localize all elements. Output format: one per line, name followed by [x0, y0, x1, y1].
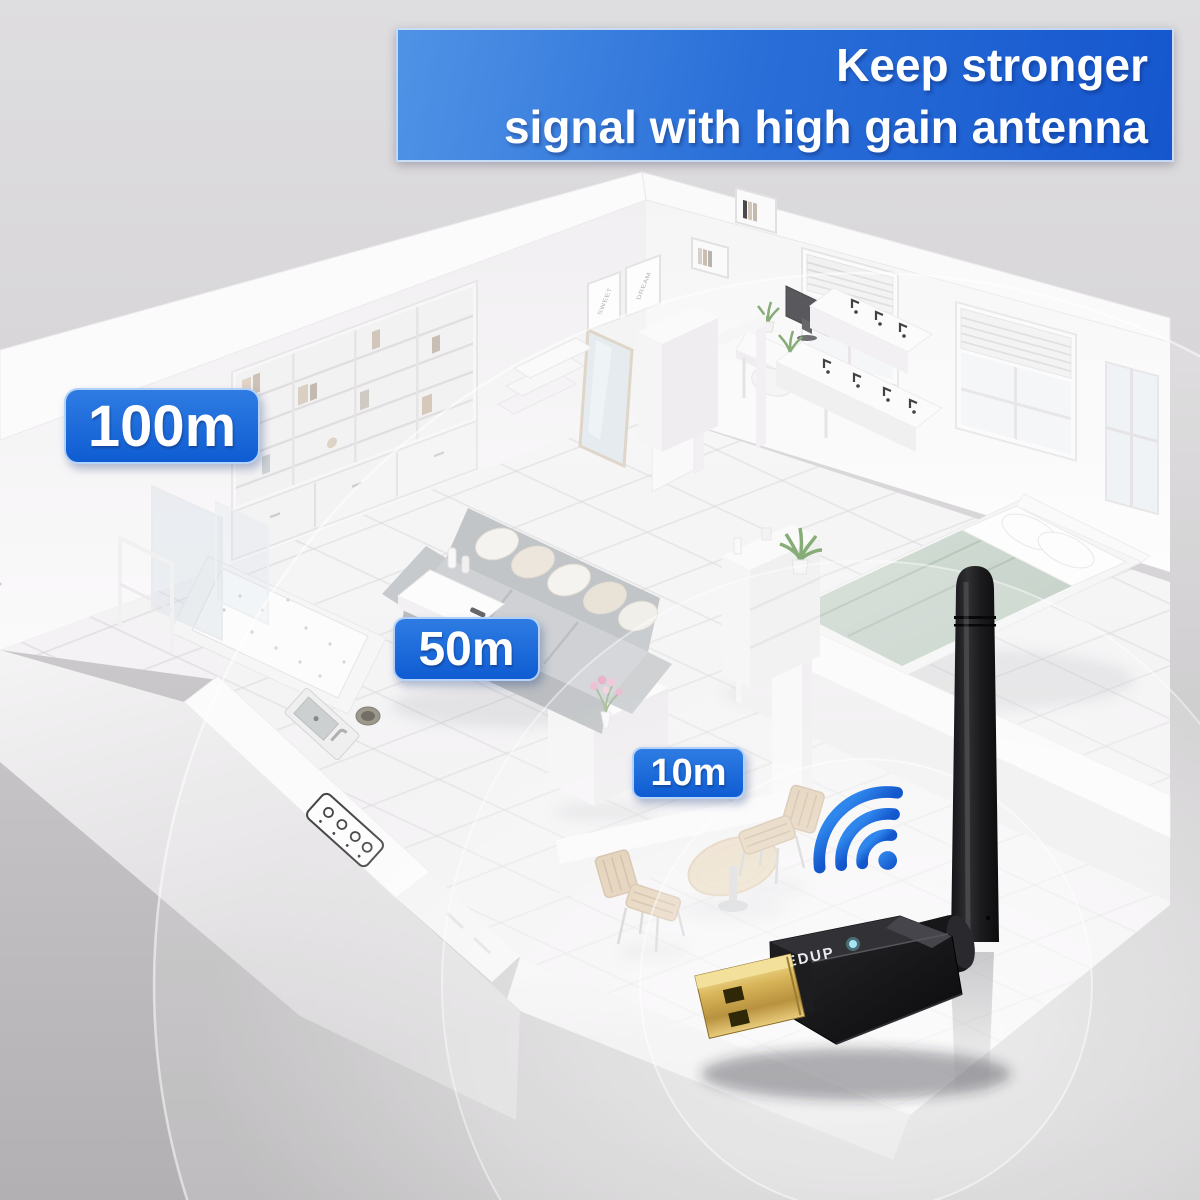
wifi-signal-icon	[813, 786, 903, 874]
vanity-plant	[778, 330, 803, 353]
box-shelves	[691, 186, 777, 280]
headline-line2: signal with high gain antenna	[503, 101, 1148, 153]
shelf-unit	[722, 524, 823, 688]
window-bedroom	[955, 300, 1077, 462]
range-label-50m: 50m	[393, 617, 540, 681]
bathroom	[0, 484, 387, 715]
headline-line1: Keep stronger	[836, 39, 1148, 91]
wall-posters: SWEET DREAM	[587, 253, 661, 332]
window-side	[1105, 360, 1159, 516]
shower-glass	[151, 484, 223, 642]
range-label-10m-text: 10m	[650, 751, 727, 794]
range-label-100m: 100m	[64, 388, 260, 464]
usb-connector	[694, 953, 806, 1039]
aloe-plant	[779, 527, 823, 575]
vanity-counters	[775, 287, 943, 452]
headline-banner: Keep stronger signal with high gain ante…	[396, 28, 1174, 162]
antenna	[951, 566, 999, 942]
range-label-50m-text: 50m	[418, 622, 515, 676]
towel-rack	[118, 536, 174, 652]
range-label-10m: 10m	[632, 747, 745, 799]
usb-wifi-adapter: EDUP	[694, 566, 1011, 1105]
kitchen-sink	[284, 688, 360, 760]
range-label-100m-text: 100m	[87, 393, 237, 459]
range-circle-50m	[441, 560, 1200, 1200]
steps	[496, 337, 594, 415]
kitchen-bowl	[355, 706, 381, 726]
led-indicator	[849, 940, 857, 948]
adapter-shadow	[701, 1048, 1011, 1100]
wardrobe	[638, 306, 718, 452]
bookshelf	[231, 279, 478, 562]
